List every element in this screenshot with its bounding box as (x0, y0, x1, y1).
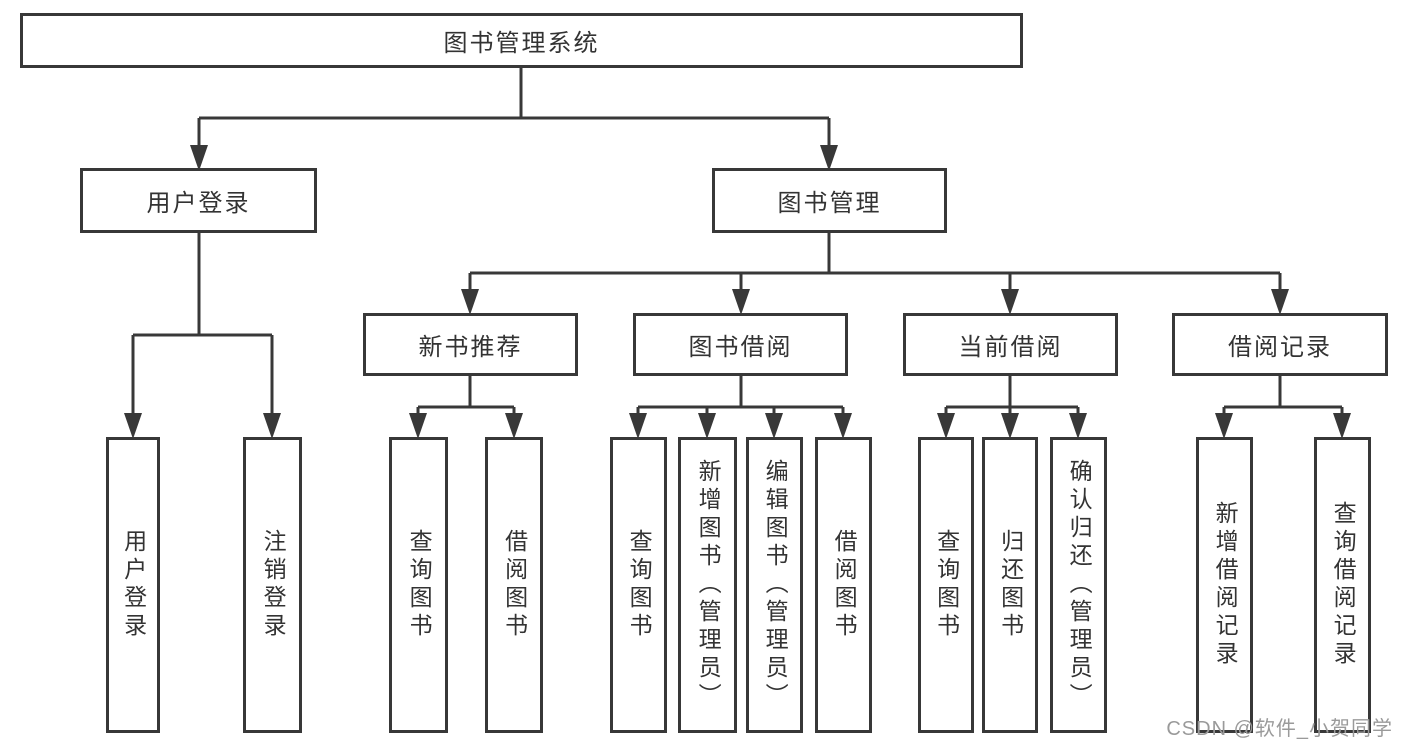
arrow-down-icon (505, 413, 523, 439)
node-library-system: 图书管理系统 (20, 13, 1023, 68)
arrow-down-icon (124, 413, 142, 439)
node-new-book-recommend: 新书推荐 (363, 313, 578, 376)
connector-path (416, 374, 516, 416)
arrow-down-icon (461, 289, 479, 315)
arrow-down-icon (1001, 413, 1019, 439)
connector-records-to-children (1215, 374, 1351, 439)
arrow-down-icon (190, 145, 208, 171)
connector-path (636, 374, 845, 416)
connector-path (1222, 374, 1344, 416)
arrow-down-icon (765, 413, 783, 439)
node-current-borrow: 当前借阅 (903, 313, 1118, 376)
node-leaf-query-books-current: 查询图书 (918, 437, 974, 733)
node-leaf-borrow-books-recommend: 借阅图书 (485, 437, 543, 733)
connector-book-borrow-to-children (629, 374, 852, 439)
connector-book-management-to-children (461, 231, 1289, 315)
connector-path (131, 231, 274, 416)
arrow-down-icon (1271, 289, 1289, 315)
node-leaf-return-book: 归还图书 (982, 437, 1038, 733)
node-leaf-add-book-admin: 新增图书（管理员） (678, 437, 737, 733)
node-user-login: 用户登录 (80, 168, 317, 233)
arrow-down-icon (732, 289, 750, 315)
arrow-down-icon (698, 413, 716, 439)
connector-path (468, 231, 1282, 292)
arrow-down-icon (263, 413, 281, 439)
arrow-down-icon (629, 413, 647, 439)
connector-new-book-to-children (409, 374, 523, 439)
node-book-management: 图书管理 (712, 168, 947, 233)
connector-root-to-children (190, 66, 838, 171)
connector-current-borrow-to-children (937, 374, 1087, 439)
node-leaf-confirm-return-admin: 确认归还（管理员） (1050, 437, 1107, 733)
watermark: CSDN @软件_小贺同学 (1166, 718, 1393, 740)
node-leaf-borrow-books: 借阅图书 (815, 437, 872, 733)
node-book-borrow: 图书借阅 (633, 313, 848, 376)
arrow-down-icon (1215, 413, 1233, 439)
node-leaf-query-books-borrow: 查询图书 (610, 437, 667, 733)
arrow-down-icon (1001, 289, 1019, 315)
node-leaf-query-borrow-record: 查询借阅记录 (1314, 437, 1371, 733)
connector-user-login-to-children (124, 231, 281, 439)
node-leaf-add-borrow-record: 新增借阅记录 (1196, 437, 1253, 733)
node-borrow-records: 借阅记录 (1172, 313, 1388, 376)
node-leaf-logout: 注销登录 (243, 437, 302, 733)
arrow-down-icon (1333, 413, 1351, 439)
connector-path (944, 374, 1080, 416)
arrow-down-icon (834, 413, 852, 439)
arrow-down-icon (937, 413, 955, 439)
node-leaf-edit-book-admin: 编辑图书（管理员） (746, 437, 803, 733)
arrow-down-icon (409, 413, 427, 439)
node-leaf-user-login: 用户登录 (106, 437, 160, 733)
arrow-down-icon (1069, 413, 1087, 439)
connector-path (197, 66, 831, 148)
node-leaf-query-books-recommend: 查询图书 (389, 437, 448, 733)
arrow-down-icon (820, 145, 838, 171)
